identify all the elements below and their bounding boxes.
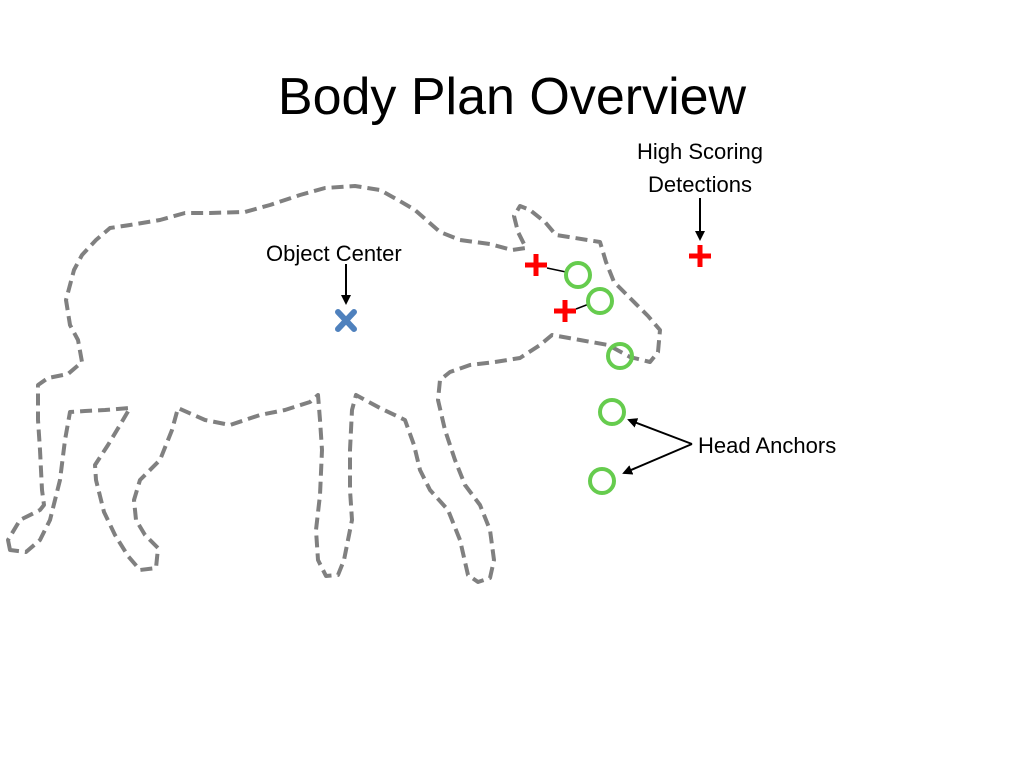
- circle-icon: [564, 261, 592, 289]
- slide-title: Body Plan Overview: [277, 68, 747, 126]
- plus-icon: [525, 254, 547, 276]
- detection-anchor-connector: [546, 267, 567, 273]
- circle-icon: [588, 467, 616, 495]
- plus-icon: [554, 300, 576, 322]
- x-mark-icon: [335, 309, 357, 332]
- head-anchors-arrow: [627, 418, 693, 445]
- circle-icon: [586, 287, 614, 315]
- animal-body-outline: [6, 184, 662, 584]
- object-center-label: Object Center: [266, 241, 402, 266]
- plus-icon: [689, 245, 711, 267]
- head-anchors-arrow: [622, 443, 693, 475]
- high-scoring-detections-label: High Scoring Detections: [620, 135, 780, 201]
- high-scoring-label-line-2: Detections: [648, 172, 752, 197]
- head-anchors-label: Head Anchors: [698, 433, 837, 458]
- circle-icon: [606, 342, 634, 370]
- circle-icon: [598, 398, 626, 426]
- high-scoring-label-line-1: High Scoring: [637, 139, 763, 164]
